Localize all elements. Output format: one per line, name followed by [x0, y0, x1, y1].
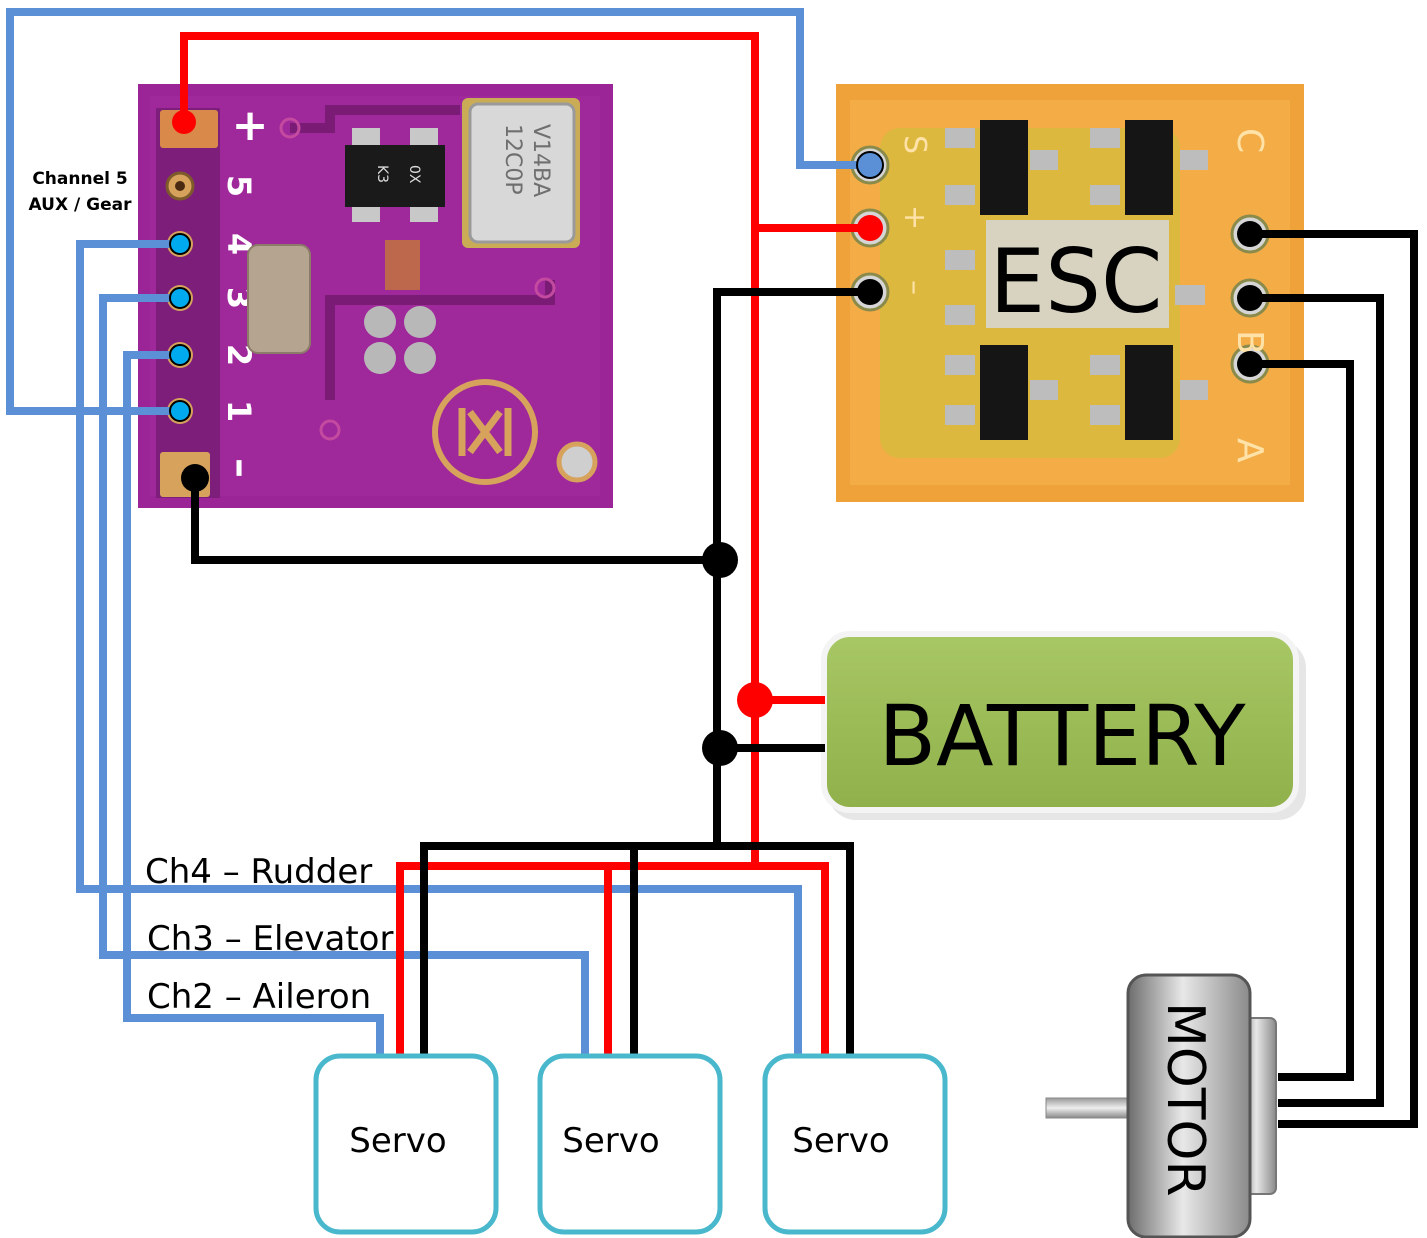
logo-mark: [432, 379, 538, 485]
pin-2-label: 2: [220, 344, 258, 366]
esc-pin-c-label: C: [1229, 128, 1270, 153]
esc-transistor-2: [1090, 120, 1208, 215]
wire-ch4-rudder: [76, 240, 802, 1056]
esc-title: ESC: [990, 230, 1163, 333]
wire-power-main: [180, 32, 759, 862]
ground-junction-1: [702, 542, 738, 578]
esc-title-box: [986, 220, 1169, 328]
crystal-oscillator: 12C0P V14BA: [462, 98, 580, 248]
chip-text-1: K3: [374, 165, 390, 183]
channel5-label-line2: AUX / Gear: [29, 195, 133, 215]
wire-ground-main: [713, 288, 870, 845]
esc-pin-a-label: A: [1229, 438, 1270, 463]
esc-board: S + – C B A ESC: [836, 84, 1304, 502]
wire-ch1-throttle: [6, 8, 870, 415]
servo-2: Servo: [537, 1053, 723, 1235]
servo-2-label: Servo: [562, 1121, 659, 1161]
esc-transistor-4: [1090, 345, 1208, 440]
esc-pin-b-label: B: [1229, 330, 1270, 355]
receiver-board: + 5 4 3 2 1 – K3 0X 12C0P V14BA: [138, 84, 613, 508]
crystal-text-1: 12C0P: [500, 124, 525, 195]
ch2-aileron-label: Ch2 – Aileron: [147, 977, 371, 1017]
channel5-label-line1: Channel 5: [32, 169, 127, 189]
servo-3-label: Servo: [792, 1121, 889, 1161]
crystal-text-2: V14BA: [528, 124, 553, 197]
mounting-hole: [556, 441, 598, 483]
capacitor: [247, 244, 311, 354]
servo-3: Servo: [762, 1053, 948, 1235]
esc-pin-plus-label: +: [897, 205, 932, 230]
pin-5-label: 5: [220, 175, 258, 197]
servo-1: Servo: [313, 1053, 499, 1235]
esc-transistor-1: [945, 120, 1058, 215]
power-junction: [737, 682, 773, 718]
ch4-rudder-label: Ch4 – Rudder: [145, 852, 372, 892]
wire-ground-receiver: [191, 478, 720, 564]
wire-motor-b: [1250, 294, 1384, 1107]
wire-motor-c: [1250, 230, 1418, 1128]
wire-ch3-elevator: [99, 294, 589, 1056]
motor-body: [1126, 973, 1252, 1238]
transistor-chip: K3 0X: [345, 128, 445, 222]
chip-text-2: 0X: [406, 165, 422, 184]
battery: BATTERY: [821, 631, 1306, 820]
motor: MOTOR: [1045, 973, 1277, 1238]
wire-motor-a: [1250, 360, 1354, 1081]
servo-1-label: Servo: [349, 1121, 446, 1161]
esc-pin-minus-label: –: [897, 280, 932, 295]
wire-power-servos: [396, 862, 829, 1056]
pin-plus-label: +: [232, 100, 269, 151]
motor-shaft: [1045, 1097, 1137, 1119]
motor-label: MOTOR: [1155, 1002, 1215, 1197]
battery-label: BATTERY: [878, 687, 1246, 785]
ground-junction-2: [702, 730, 738, 766]
ch3-elevator-label: Ch3 – Elevator: [147, 919, 393, 959]
pin-1-label: 1: [220, 400, 258, 422]
pin-minus-label: –: [218, 458, 264, 478]
wire-ch2-aileron: [123, 351, 384, 1056]
esc-transistor-3: [945, 345, 1058, 440]
esc-pin-s-label: S: [897, 135, 932, 154]
